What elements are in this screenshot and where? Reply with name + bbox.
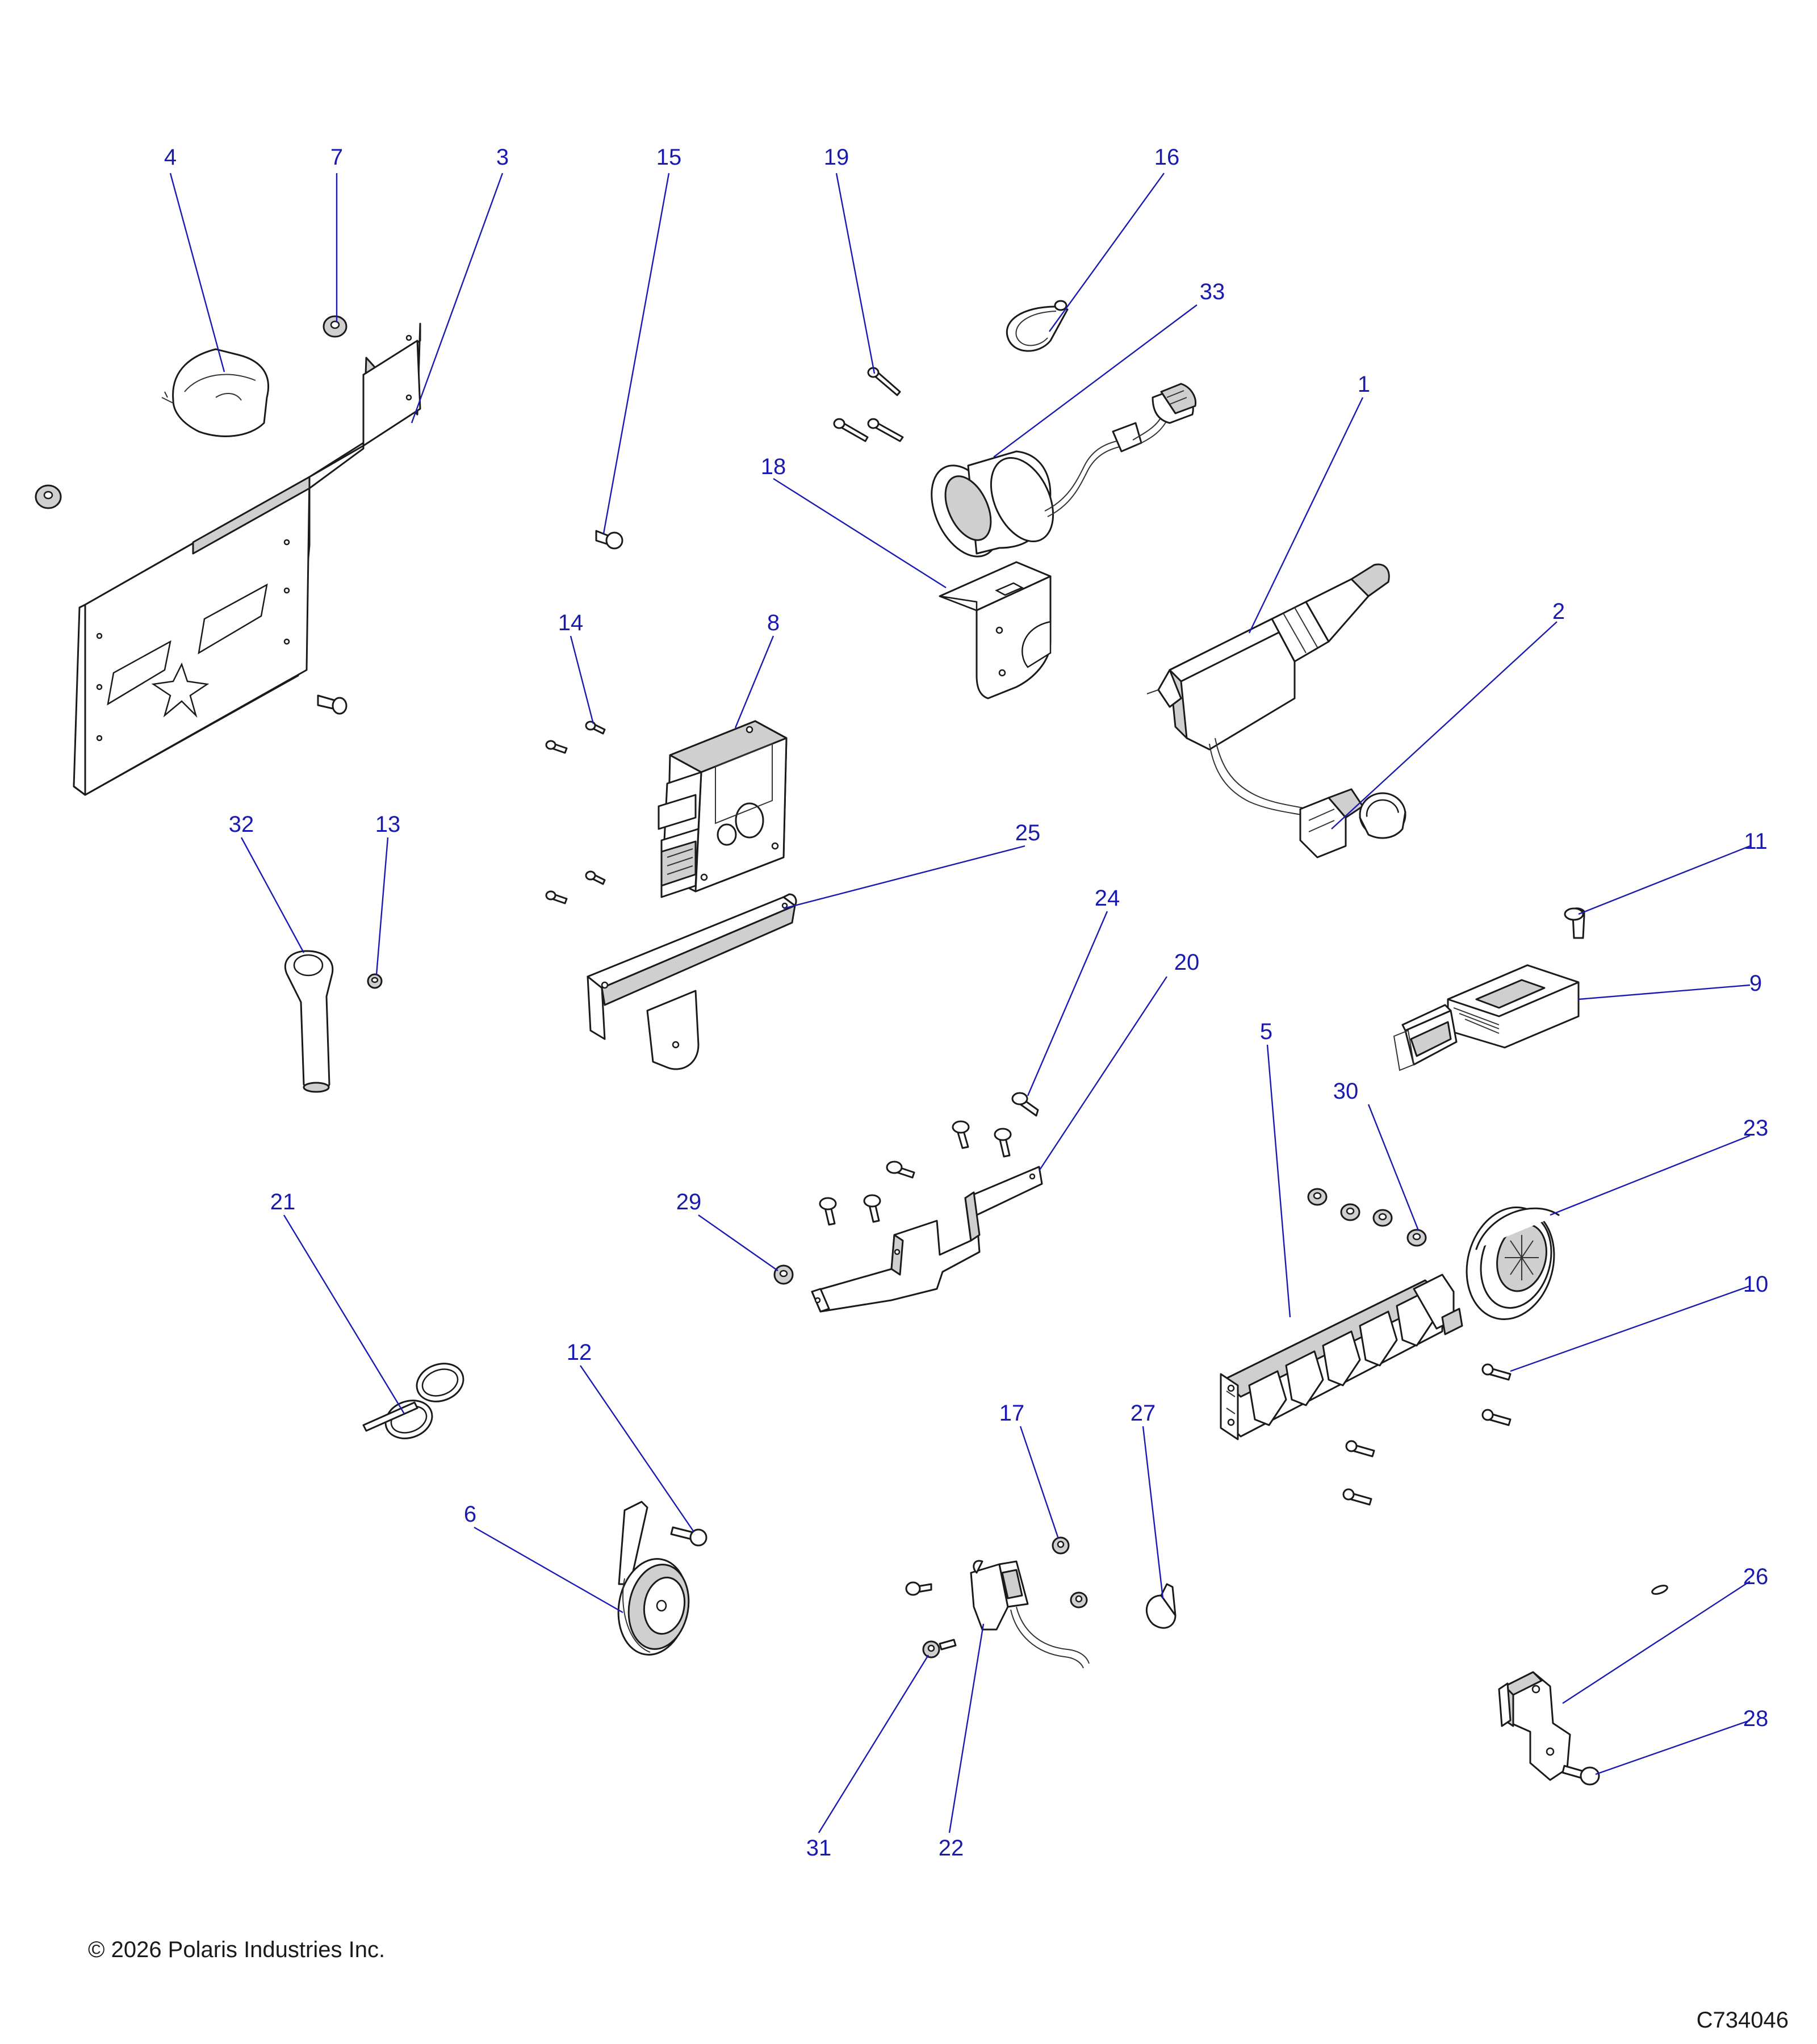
part-24-bolts bbox=[819, 1092, 1039, 1226]
part-14-screws bbox=[545, 721, 606, 904]
leader-lines bbox=[169, 173, 1751, 1833]
callout-33: 33 bbox=[1200, 279, 1225, 304]
part-4-cover bbox=[161, 348, 270, 437]
callout-19: 19 bbox=[824, 145, 849, 170]
part-18-bracket bbox=[939, 561, 1052, 700]
callout-11: 11 bbox=[1744, 829, 1768, 854]
callout-12: 12 bbox=[567, 1340, 592, 1365]
callout-13: 13 bbox=[375, 812, 401, 837]
callout-16: 16 bbox=[1154, 145, 1180, 170]
part-28-bolt bbox=[1561, 1765, 1600, 1786]
callout-18: 18 bbox=[761, 454, 786, 479]
callout-14: 14 bbox=[558, 610, 584, 635]
part-31-nut bbox=[922, 1639, 957, 1658]
callout-31: 31 bbox=[806, 1836, 832, 1861]
callout-labels: 4 7 3 15 19 16 33 18 1 2 14 8 25 32 13 1… bbox=[164, 145, 1768, 1861]
loose-nut bbox=[35, 484, 62, 509]
part-30-nuts bbox=[1307, 1188, 1427, 1247]
callout-6: 6 bbox=[464, 1502, 476, 1527]
part-32-rubber-boot bbox=[284, 950, 334, 1093]
part-6-horn bbox=[617, 1501, 690, 1656]
part-7-nut bbox=[323, 315, 348, 338]
part-19-bolts bbox=[833, 367, 904, 442]
callout-27: 27 bbox=[1131, 1401, 1156, 1426]
callout-2: 2 bbox=[1552, 599, 1565, 624]
callout-9: 9 bbox=[1749, 971, 1762, 996]
callout-4: 4 bbox=[164, 145, 177, 170]
callout-23: 23 bbox=[1743, 1116, 1769, 1141]
part-11-screw bbox=[1564, 907, 1585, 939]
part-13-nut bbox=[367, 973, 383, 989]
part-17-nut bbox=[1052, 1536, 1070, 1555]
callout-28: 28 bbox=[1743, 1706, 1769, 1731]
callout-32: 32 bbox=[229, 812, 254, 837]
plate-screw bbox=[317, 694, 348, 715]
callout-8: 8 bbox=[767, 610, 780, 635]
callout-30: 30 bbox=[1333, 1079, 1359, 1104]
callout-17: 17 bbox=[999, 1401, 1025, 1426]
part-12-bolt bbox=[670, 1526, 707, 1547]
callout-24: 24 bbox=[1095, 886, 1120, 911]
callout-29: 29 bbox=[676, 1189, 702, 1214]
callout-26: 26 bbox=[1743, 1564, 1769, 1589]
part-29-nut bbox=[773, 1264, 794, 1285]
callout-7: 7 bbox=[330, 145, 343, 170]
callout-10: 10 bbox=[1743, 1272, 1769, 1297]
part-25-ecu-bracket bbox=[587, 893, 797, 1070]
callout-20: 20 bbox=[1174, 950, 1200, 975]
part-8-ecu-module bbox=[658, 720, 788, 898]
callout-22: 22 bbox=[939, 1836, 964, 1861]
part-21-clamp bbox=[362, 1363, 464, 1439]
part-33-gauge-harness bbox=[931, 383, 1197, 558]
callout-1: 1 bbox=[1358, 372, 1370, 397]
part-9-connector-module bbox=[1393, 964, 1580, 1071]
part-3-mounting-plate bbox=[73, 322, 421, 796]
part-23-grommet bbox=[1466, 1206, 1560, 1321]
part-5-switch-panel bbox=[1220, 1274, 1463, 1440]
callout-15: 15 bbox=[656, 145, 682, 170]
callout-3: 3 bbox=[496, 145, 509, 170]
part-15-screw bbox=[595, 530, 623, 550]
figure-id: C734046 bbox=[1696, 2008, 1789, 2033]
part-1-combination-switch bbox=[1146, 563, 1406, 858]
part-16-loop-clamp bbox=[1006, 300, 1069, 352]
part-10-screws bbox=[1342, 1363, 1512, 1506]
part-20-bracket bbox=[811, 1166, 1043, 1313]
copyright-notice: © 2026 Polaris Industries Inc. bbox=[88, 1937, 386, 1962]
callout-21: 21 bbox=[270, 1189, 296, 1214]
callout-5: 5 bbox=[1260, 1019, 1272, 1044]
part-27-clip bbox=[1145, 1583, 1177, 1629]
callout-25: 25 bbox=[1015, 820, 1041, 845]
part-26-bracket bbox=[1498, 1585, 1668, 1781]
part-22-sensor-harness bbox=[905, 1560, 1090, 1669]
